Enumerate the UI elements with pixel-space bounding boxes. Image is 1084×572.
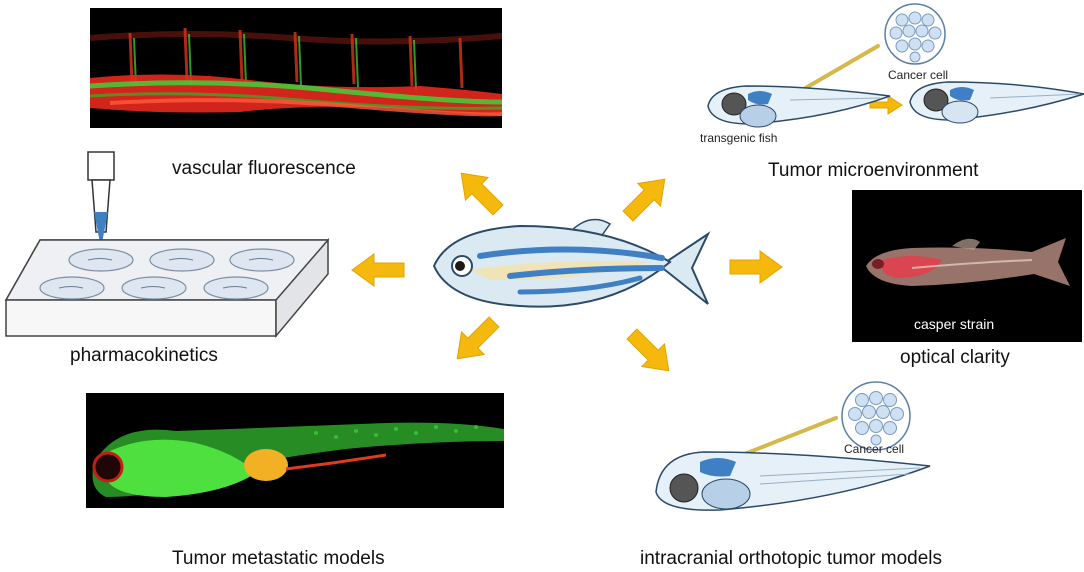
vascular-fluorescence-label: vascular fluorescence xyxy=(172,158,356,179)
arrow-to-microenvironment xyxy=(616,167,677,228)
arrow-to-metastatic xyxy=(445,310,506,371)
metastatic-fluorescence-image xyxy=(86,393,504,508)
arrow-to-optical xyxy=(729,250,783,284)
arrow-to-pharmacokinetics xyxy=(351,253,405,287)
casper-strain-label: casper strain xyxy=(914,316,995,332)
plate-wells xyxy=(39,248,295,300)
arrow-to-vascular xyxy=(449,161,510,222)
pipette-tip xyxy=(94,212,108,248)
pharmacokinetics-label: pharmacokinetics xyxy=(70,345,218,366)
intracranial-label: intracranial orthotopic tumor models xyxy=(640,548,943,569)
arrow-to-intracranial xyxy=(620,322,681,383)
central-zebrafish xyxy=(432,218,711,308)
cancer-cell-label-top: Cancer cell xyxy=(888,68,949,82)
casper-fish-drawing xyxy=(866,238,1070,286)
plate-side xyxy=(275,237,329,339)
arrow-transplant xyxy=(869,95,903,115)
casper-strain-image: casper strain xyxy=(852,190,1082,342)
fish-tail xyxy=(658,231,711,305)
vascular-fluorescence-image xyxy=(90,8,502,128)
intracranial-diagram xyxy=(655,381,931,511)
metastatic-fluorescence-drawing xyxy=(92,422,504,497)
microenvironment-label: Tumor microenvironment xyxy=(768,160,979,181)
cancer-cell-label-bottom: Cancer cell xyxy=(844,442,905,456)
optical-clarity-label: optical clarity xyxy=(900,347,1010,368)
metastatic-label: Tumor metastatic models xyxy=(172,548,385,569)
transgenic-fish-label: transgenic fish xyxy=(700,131,778,145)
vascular-fluorescence-drawing xyxy=(90,27,502,117)
microenvironment-diagram xyxy=(707,3,1084,128)
pipette-body xyxy=(87,151,115,181)
well-plate-diagram xyxy=(4,151,330,339)
